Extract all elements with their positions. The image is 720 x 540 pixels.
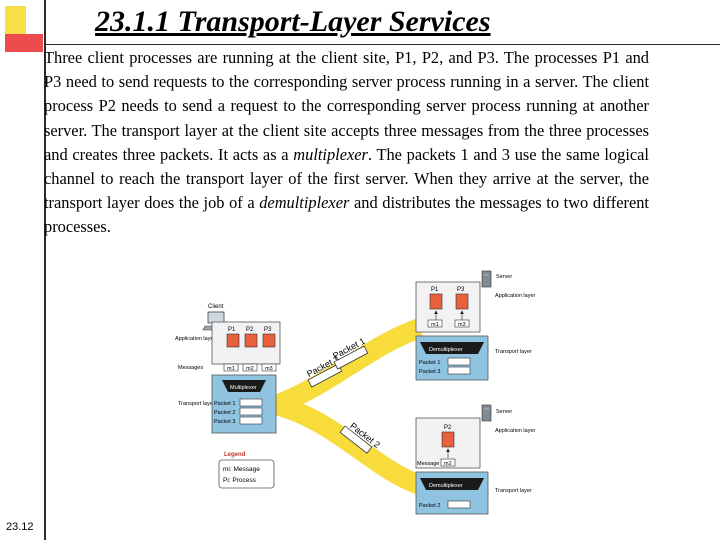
svg-text:Packet 1: Packet 1 (419, 360, 440, 366)
channel-to-server1 (272, 318, 424, 415)
server1-tower-icon (481, 270, 492, 288)
server1-label: Server (496, 274, 512, 280)
paragraph-text-3: and distributes the messages to two diff… (44, 193, 649, 237)
server2-transport-layer-label: Transport layer (495, 488, 532, 494)
server2-process-p2: P2 (441, 425, 455, 448)
server2-label: Server (496, 409, 512, 415)
server1-message-m1: m1 (427, 319, 443, 328)
server2-packet-2: Packet 2 (419, 500, 471, 509)
svg-text:m1: m1 (431, 322, 439, 328)
client-message-m1: m1 (223, 363, 239, 372)
client-packet-3: Packet 3 (214, 416, 263, 425)
page-number: 23.12 (6, 521, 34, 533)
server2-tower-icon (481, 404, 492, 422)
svg-text:Packet 1: Packet 1 (214, 401, 235, 407)
client-process-p2: P2 (244, 327, 258, 348)
channel-to-server2 (273, 395, 424, 495)
server1-process-p3: P3 (455, 287, 469, 310)
decor-red-bar (5, 34, 43, 52)
server2-app-layer-label: Application layer (495, 428, 536, 434)
legend-item-process: Pi: Process (223, 477, 257, 484)
slide-paragraph: Three client processes are running at th… (44, 46, 649, 240)
decor-yellow-square (5, 6, 26, 34)
server1-message-m3: m3 (454, 319, 470, 328)
svg-text:m1: m1 (227, 366, 235, 372)
server1-app-layer-label: Application layer (495, 293, 536, 299)
svg-text:m3: m3 (458, 322, 466, 328)
server1-demultiplexer-label: Demultiplexer (429, 347, 463, 353)
client-label: Client (208, 304, 224, 310)
svg-text:m3: m3 (265, 366, 273, 372)
svg-text:P2: P2 (246, 327, 254, 333)
svg-text:P3: P3 (264, 327, 272, 333)
client-messages-label: Messages (178, 365, 203, 371)
svg-text:Packet 2: Packet 2 (214, 410, 235, 416)
svg-text:P2: P2 (444, 425, 452, 431)
legend-item-message: mi: Message (223, 466, 260, 473)
server2-demultiplexer-shape (420, 478, 484, 490)
decor-vertical-rule (44, 0, 46, 540)
server1-app-box (415, 281, 481, 333)
term-multiplexer: multiplexer (293, 144, 368, 164)
server1-transport-layer-label: Transport layer (495, 349, 532, 355)
paragraph-text-2: . The packets 1 and 3 use the same logic… (44, 144, 649, 213)
legend-title: Legend (224, 452, 246, 458)
server2-message-label: Message (417, 461, 439, 467)
slide-title: 23.1.1 Transport-Layer Services (95, 5, 491, 38)
multiplexer-shape (222, 380, 266, 392)
client-app-layer-label: Application layer (175, 336, 216, 342)
svg-text:Packet 3: Packet 3 (214, 419, 235, 425)
paragraph-text-1: Three client processes are running at th… (44, 48, 649, 164)
client-packet-2: Packet 2 (214, 407, 263, 416)
client-process-p3: P3 (262, 327, 276, 348)
client-message-m2: m2 (242, 363, 258, 372)
term-demultiplexer: demultiplexer (259, 193, 350, 213)
server1-process-p1: P1 (429, 287, 443, 310)
server2-demultiplexer-label: Demultiplexer (429, 483, 463, 489)
svg-text:m2: m2 (246, 366, 254, 372)
server2-message-m2: m2 (440, 458, 456, 467)
legend-box (218, 459, 275, 489)
svg-text:Packet 3: Packet 3 (419, 369, 440, 375)
decor-horizontal-rule (44, 44, 720, 45)
server1-demultiplexer-shape (420, 342, 484, 354)
svg-text:P1: P1 (228, 327, 236, 333)
client-process-p1: P1 (226, 327, 240, 348)
svg-text:P1: P1 (431, 287, 439, 293)
client-packet-1: Packet 1 (214, 398, 263, 407)
multiplexer-label: Multiplexer (230, 385, 257, 391)
svg-text:m2: m2 (444, 461, 452, 467)
server1-packet-1: Packet 1 (419, 357, 471, 366)
server1-packet-3: Packet 3 (419, 366, 471, 375)
client-transport-layer-label: Transport layer (178, 401, 215, 407)
svg-text:P3: P3 (457, 287, 465, 293)
svg-text:Packet 2: Packet 2 (419, 503, 440, 509)
client-message-m3: m3 (261, 363, 277, 372)
